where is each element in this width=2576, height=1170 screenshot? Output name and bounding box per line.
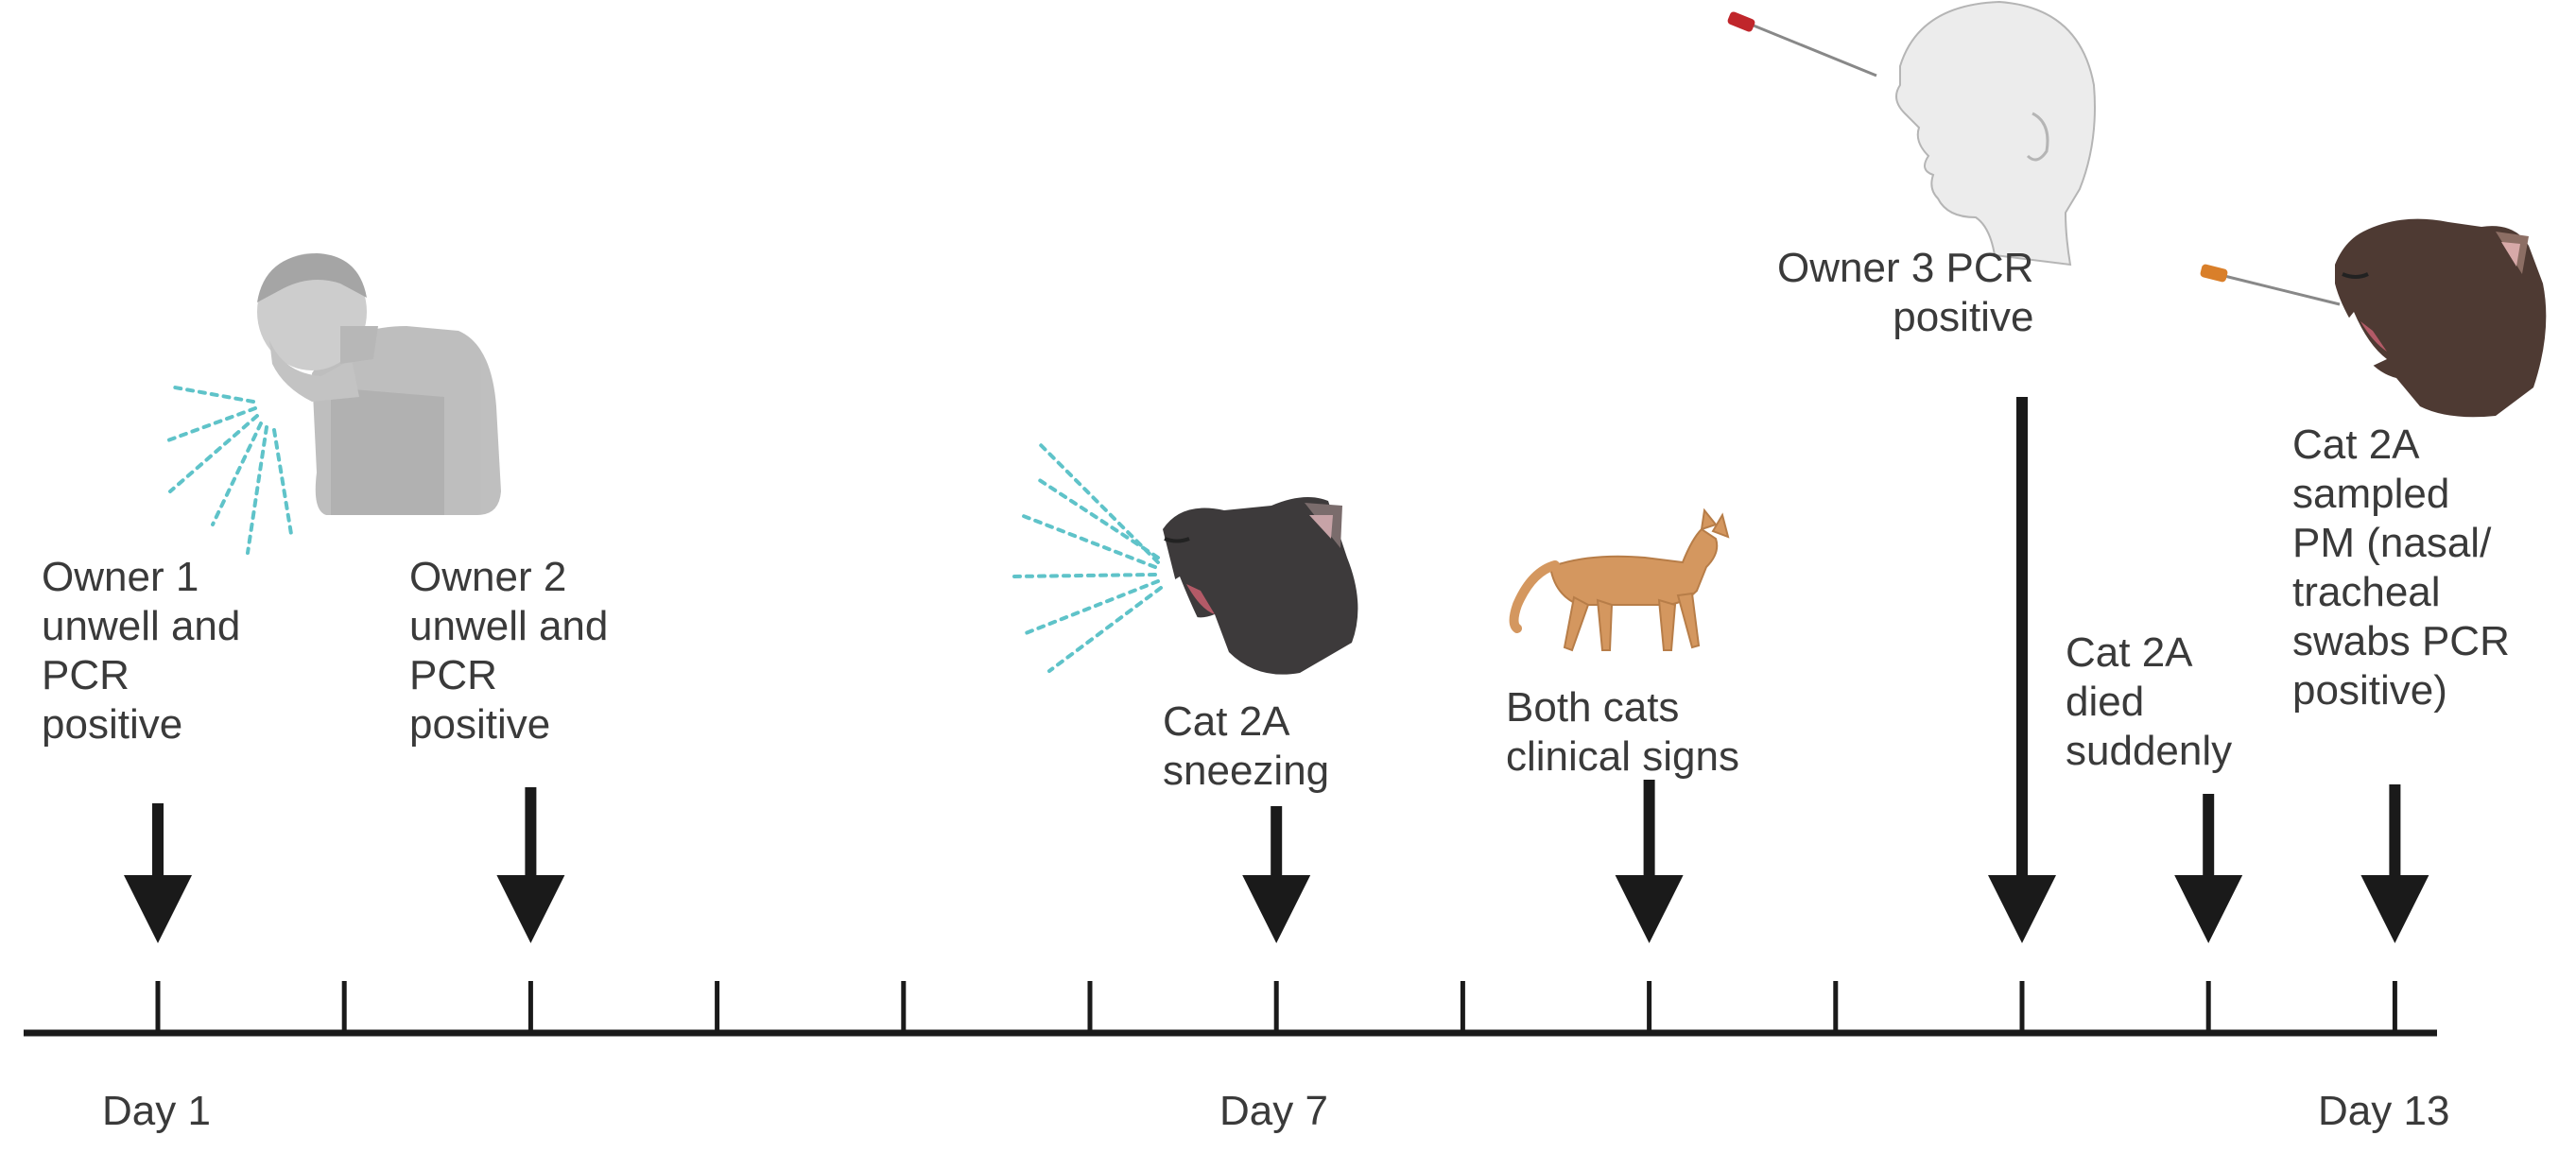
event-label-line: positive) (2292, 667, 2447, 714)
event-label-line: died (2066, 679, 2145, 725)
event-label-line: sneezing (1163, 748, 1330, 794)
event-label-line: Both cats (1506, 684, 1680, 731)
event-label-line: unwell and (409, 603, 609, 649)
event-label-line: Owner 2 (409, 554, 567, 600)
event-label-line: positive (1893, 294, 2034, 340)
event-arrow (2360, 784, 2429, 943)
event-arrow (496, 787, 565, 943)
event-label-owner-3: Owner 3 PCR positive (1777, 244, 2033, 342)
event-label-cat-sampled: Cat 2A sampled PM (nasal/ tracheal swabs… (2292, 421, 2510, 715)
event-label-line: positive (409, 701, 551, 748)
event-label-line: PCR (42, 652, 130, 698)
event-label-owner-2: Owner 2 unwell and PCR positive (409, 553, 608, 749)
event-label-line: suddenly (2066, 728, 2233, 774)
event-label-line: sampled (2292, 471, 2450, 517)
swabbed-cat-icon (2200, 218, 2547, 418)
coughing-person-icon (257, 253, 501, 515)
event-label-line: unwell and (42, 603, 241, 649)
event-arrow (1988, 397, 2056, 943)
event-label-cat-died: Cat 2A died suddenly (2066, 628, 2232, 776)
nasal-swab-person-icon (1727, 0, 2096, 267)
event-label-line: swabs PCR (2292, 618, 2510, 664)
event-label-line: Owner 3 PCR (1777, 245, 2034, 291)
event-arrow (1242, 806, 1311, 943)
event-label-owner-1: Owner 1 unwell and PCR positive (42, 553, 240, 749)
day-label-1: Day 1 (102, 1088, 211, 1134)
event-label-line: Owner 1 (42, 554, 199, 600)
sneezing-cat-icon (1163, 497, 1358, 675)
event-label-line: Cat 2A (2292, 422, 2420, 468)
event-label-line: Cat 2A (1163, 698, 1290, 745)
event-arrow (2174, 794, 2243, 943)
event-label-line: positive (42, 701, 183, 748)
event-label-line: PM (nasal/ (2292, 520, 2492, 566)
event-label-line: PCR (409, 652, 497, 698)
cough-spray-icon (164, 386, 293, 555)
walking-cat-icon (1509, 508, 1730, 652)
event-arrow (1615, 780, 1684, 943)
event-label-line: tracheal (2292, 569, 2441, 615)
event-arrows (124, 397, 2429, 943)
sneeze-spray-icon (1010, 442, 1163, 673)
event-label-cat-sneezing: Cat 2A sneezing (1163, 697, 1329, 796)
day-label-7: Day 7 (1219, 1088, 1328, 1134)
event-arrow (124, 803, 192, 943)
timeline-axis (24, 981, 2437, 1037)
event-label-line: Cat 2A (2066, 629, 2193, 676)
day-label-13: Day 13 (2318, 1088, 2450, 1134)
event-label-both-cats: Both cats clinical signs (1506, 683, 1739, 782)
event-label-line: clinical signs (1506, 733, 1739, 780)
